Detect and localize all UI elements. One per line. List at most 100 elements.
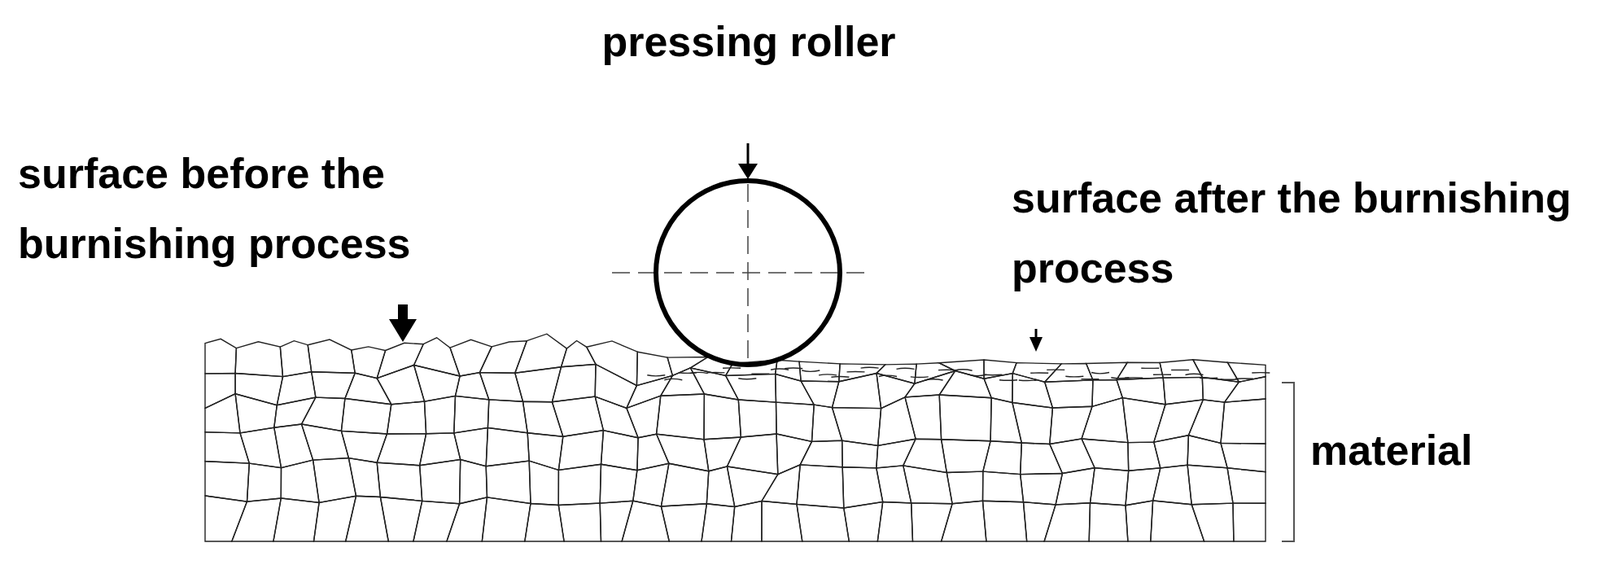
grain (775, 373, 815, 405)
grain (776, 402, 815, 442)
grain (983, 500, 1028, 542)
grain (454, 395, 490, 433)
grain (528, 460, 559, 505)
material-bracket (1281, 382, 1294, 542)
grain (660, 503, 707, 542)
pressing-roller (612, 180, 868, 365)
flattened-grain (983, 374, 1002, 376)
flattened-grain (818, 374, 837, 376)
grain (1232, 502, 1266, 542)
flattened-grain (1046, 368, 1065, 371)
grain (307, 339, 355, 373)
grain (235, 393, 277, 433)
grain (761, 464, 800, 505)
grain (601, 430, 639, 471)
grain (1191, 502, 1234, 542)
flattened-grain (1018, 379, 1037, 381)
grain (276, 371, 316, 406)
grain (1081, 438, 1129, 471)
grain (1125, 500, 1154, 542)
flattened-grain (706, 371, 725, 374)
grain (1227, 467, 1266, 503)
grain (380, 497, 422, 543)
grain (558, 463, 601, 505)
grain (903, 438, 948, 473)
grain (842, 467, 884, 508)
grain (761, 501, 803, 543)
grain (1049, 438, 1095, 474)
grain (626, 395, 661, 438)
grain (876, 438, 916, 468)
grain (796, 464, 844, 508)
grain (376, 462, 423, 501)
grain (524, 503, 564, 543)
grain (1122, 397, 1166, 443)
grain (527, 432, 564, 471)
grain (205, 461, 250, 503)
grain (832, 373, 882, 409)
grain (799, 361, 840, 382)
callout-label: surface before the burnishing process (17, 138, 588, 279)
grain (703, 437, 741, 472)
flattened-grain (968, 374, 987, 376)
grain (911, 502, 953, 542)
flattened-grain (896, 367, 915, 369)
grain (1088, 502, 1128, 542)
grain (731, 501, 763, 543)
grain (667, 357, 709, 376)
grain (725, 373, 777, 403)
grain (487, 399, 528, 433)
flattened-grain (910, 375, 929, 378)
grain (621, 500, 669, 542)
grain (279, 340, 311, 377)
grain (726, 433, 778, 475)
grain (904, 371, 956, 398)
grain (551, 396, 604, 437)
flattened-grain (770, 368, 789, 370)
flattened-grain (1235, 377, 1254, 380)
grain (450, 339, 492, 376)
grain (485, 428, 529, 467)
grain (274, 397, 316, 428)
grain (738, 399, 777, 438)
flattened-grain (646, 375, 665, 376)
flattened-grain (690, 371, 709, 373)
grain (776, 433, 812, 475)
flattened-grain (861, 367, 879, 369)
grain (796, 503, 849, 542)
grain (594, 396, 639, 438)
grain (1081, 397, 1128, 443)
grain (459, 459, 488, 504)
grain (594, 364, 637, 409)
grain (983, 471, 1024, 503)
grain (231, 498, 282, 542)
grain (205, 338, 237, 374)
flattened-grain (830, 375, 849, 378)
grain (812, 404, 843, 442)
flattened-grain (664, 378, 682, 380)
flattened-grain (1081, 378, 1100, 381)
grain (454, 428, 489, 467)
grain (424, 395, 456, 433)
grain (703, 393, 741, 440)
grain (904, 394, 942, 440)
grain (1044, 502, 1090, 542)
grain (479, 340, 527, 374)
grain (1090, 467, 1129, 506)
grain (1153, 464, 1193, 505)
grain (1044, 380, 1093, 408)
grain (941, 439, 992, 473)
grain (656, 393, 705, 440)
grain (485, 460, 531, 503)
grain (946, 471, 984, 504)
grain (1187, 464, 1233, 505)
grain (1012, 402, 1054, 445)
flattened-grain (954, 369, 973, 371)
grain (876, 465, 912, 503)
grain (599, 463, 638, 503)
grain (877, 502, 913, 543)
grain (903, 465, 953, 504)
grain (842, 440, 879, 468)
force-arrow (738, 143, 758, 180)
grain (1125, 467, 1161, 506)
